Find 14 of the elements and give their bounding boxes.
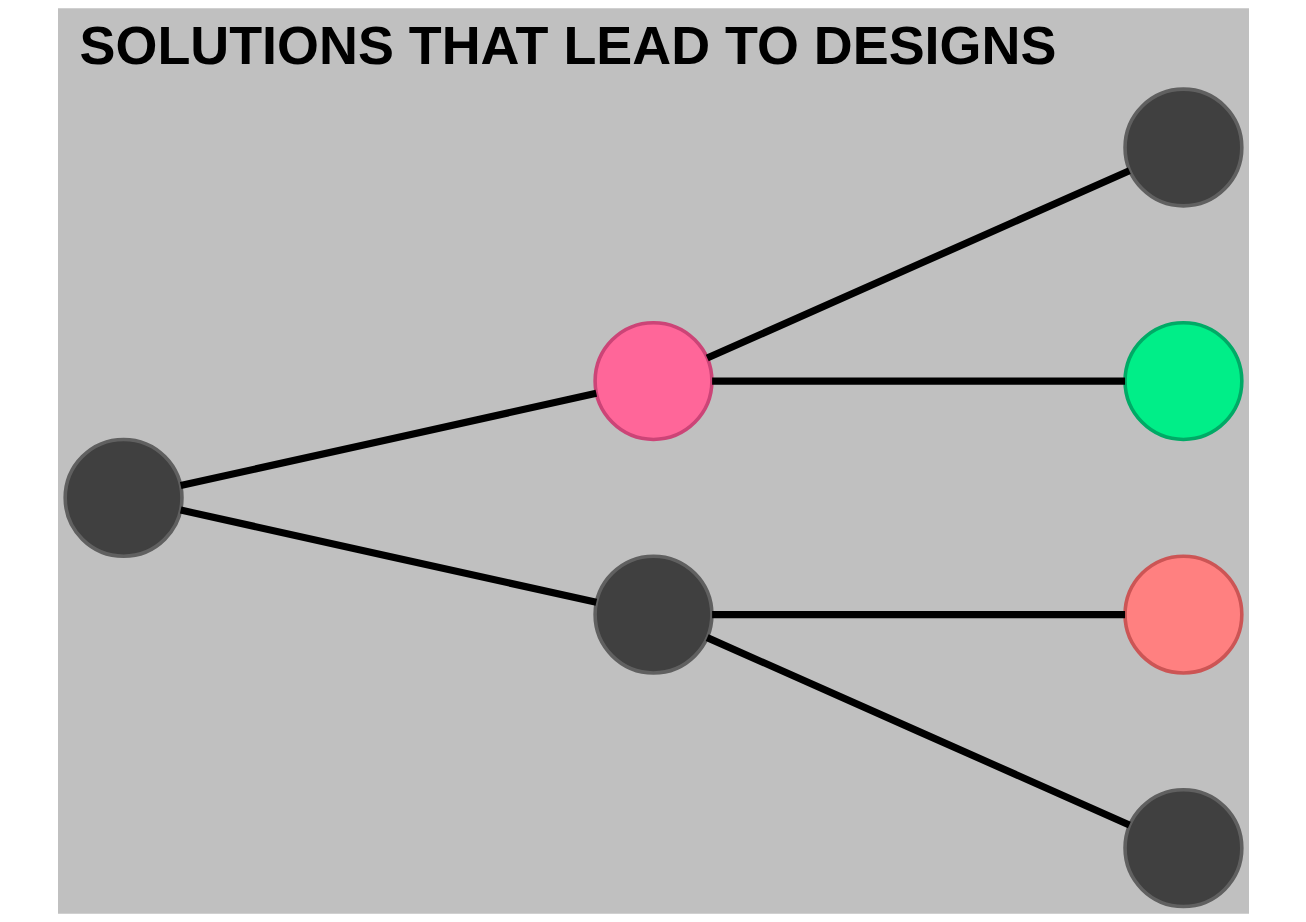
node-circle (1122, 87, 1244, 208)
connector (711, 377, 1125, 385)
node-circle (1122, 787, 1244, 909)
connector (179, 506, 597, 606)
connector (711, 611, 1125, 619)
diagram-title: SOLUTIONS THAT LEAD TO DESIGNS (79, 15, 1056, 75)
node-circle (1122, 320, 1244, 442)
node-circle (592, 320, 714, 442)
node-circle (62, 437, 184, 558)
node-circle (1122, 554, 1244, 675)
connector (705, 634, 1131, 829)
connector (179, 389, 597, 490)
connector (705, 167, 1131, 362)
node-circle (592, 554, 714, 675)
